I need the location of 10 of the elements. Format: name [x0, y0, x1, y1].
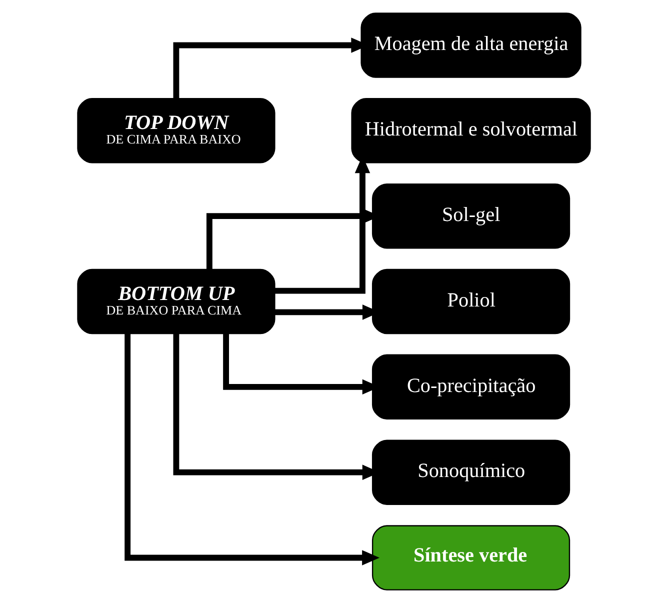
node-box: Poliol	[371, 268, 570, 334]
node-box: Sonoquímico	[371, 440, 570, 505]
node-box: Sol-gel	[371, 183, 570, 249]
arrow	[124, 334, 380, 566]
node-box: Co-precipitação	[371, 354, 570, 420]
node-box: Síntese verde	[371, 525, 570, 590]
node-box: Moagem de alta energia	[360, 12, 581, 78]
node-box: Hidrotermal e solvotermal	[350, 98, 590, 164]
node-box: BOTTOM UP DE BAIXO PARA CIMA	[76, 268, 275, 334]
node-box: TOP DOWN DE CIMA PARA BAIXO	[76, 98, 275, 164]
